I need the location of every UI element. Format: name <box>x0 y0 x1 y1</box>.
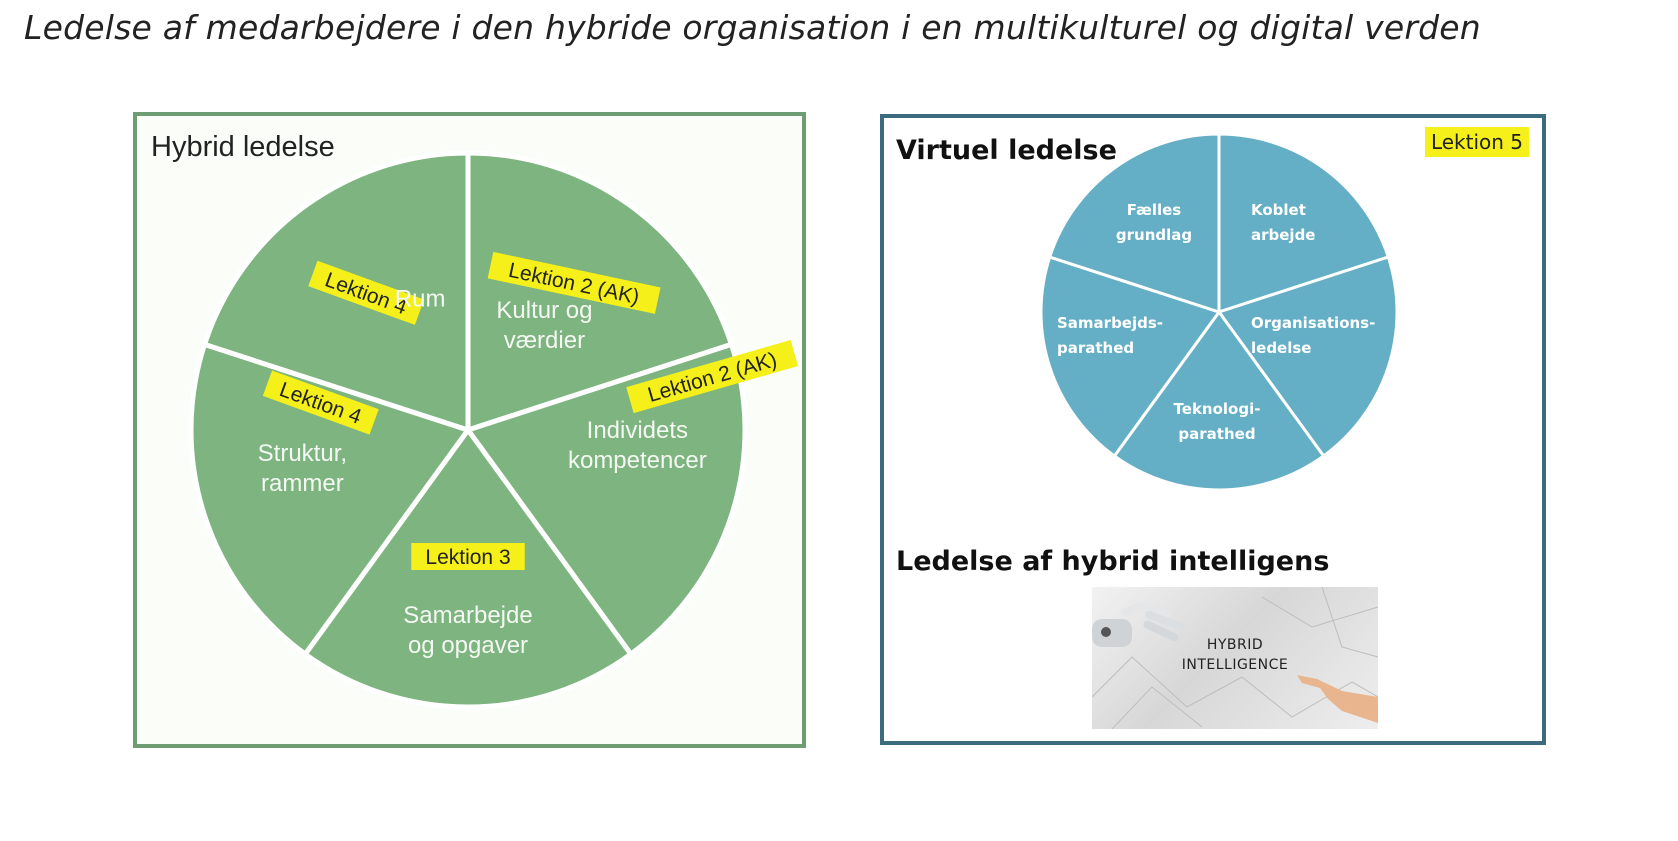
segment-label: kompetencer <box>568 447 707 474</box>
hybrid-leadership-title: Hybrid ledelse <box>151 131 335 163</box>
lesson-highlight <box>262 370 379 435</box>
hybrid-intelligence-title: Ledelse af hybrid intelligens <box>896 546 1329 577</box>
segment-label: rammer <box>261 470 344 497</box>
segment-label: Samarbejds- <box>1057 314 1163 332</box>
hybrid-intelligence-image: HYBRID INTELLIGENCE <box>1092 587 1378 729</box>
segment-label: Rum <box>395 285 446 312</box>
hybrid-image-line-2: INTELLIGENCE <box>1181 657 1289 673</box>
segment-label: parathed <box>1057 339 1134 357</box>
segment-label: Samarbejde <box>403 602 532 629</box>
hybrid-slice-4 <box>188 341 473 658</box>
virtual-leadership-panel: Virtuel ledelse Lektion 5 Fælles grundlag… <box>880 114 1546 745</box>
lesson-highlight <box>308 260 425 325</box>
lesson-5-tag: Lektion 5 <box>1431 130 1523 154</box>
segment-label: Koblet <box>1251 201 1306 219</box>
hybrid-slice-2 <box>463 341 748 658</box>
robot-hand-icon <box>1092 602 1187 647</box>
network-lines-icon <box>1092 587 1378 729</box>
segment-label: arbejde <box>1251 226 1315 244</box>
segment-label: ledelse <box>1251 339 1311 357</box>
lesson-highlight <box>626 340 799 414</box>
segment-label: Fælles <box>1127 201 1182 219</box>
lesson-tag: Lektion 3 <box>425 546 510 569</box>
segment-label: Individets <box>587 417 688 444</box>
virtual-leadership-pie: Virtuel ledelse Lektion 5 Fælles grundlag… <box>896 127 1529 577</box>
hybrid-image-line-1: HYBRID <box>1206 637 1264 653</box>
segment-label: og opgaver <box>408 632 528 659</box>
segment-label: parathed <box>1178 425 1255 443</box>
lesson-5-highlight <box>1425 127 1529 157</box>
page-title: Ledelse af medarbejdere i den hybride or… <box>24 8 1481 47</box>
segment-label: værdier <box>504 327 585 354</box>
virtual-slice-2 <box>1216 255 1399 459</box>
segment-label: Organisations- <box>1251 314 1375 332</box>
virtual-slice-5 <box>1047 132 1221 315</box>
segment-label: Struktur, <box>258 440 347 467</box>
segment-label: Teknologi- <box>1174 400 1261 418</box>
lesson-tag-group: Lektion 3 <box>411 543 525 570</box>
human-hand-icon <box>1297 675 1378 723</box>
virtual-slice-3 <box>1112 309 1326 492</box>
segment-label: Kultur og <box>496 297 592 324</box>
virtual-leadership-title: Virtuel ledelse <box>896 135 1117 166</box>
lesson-highlight <box>411 543 525 570</box>
lesson-highlight <box>487 251 661 314</box>
segment-label: grundlag <box>1116 226 1192 244</box>
virtual-slice-1 <box>1217 132 1391 315</box>
virtual-slice-4 <box>1039 255 1222 459</box>
